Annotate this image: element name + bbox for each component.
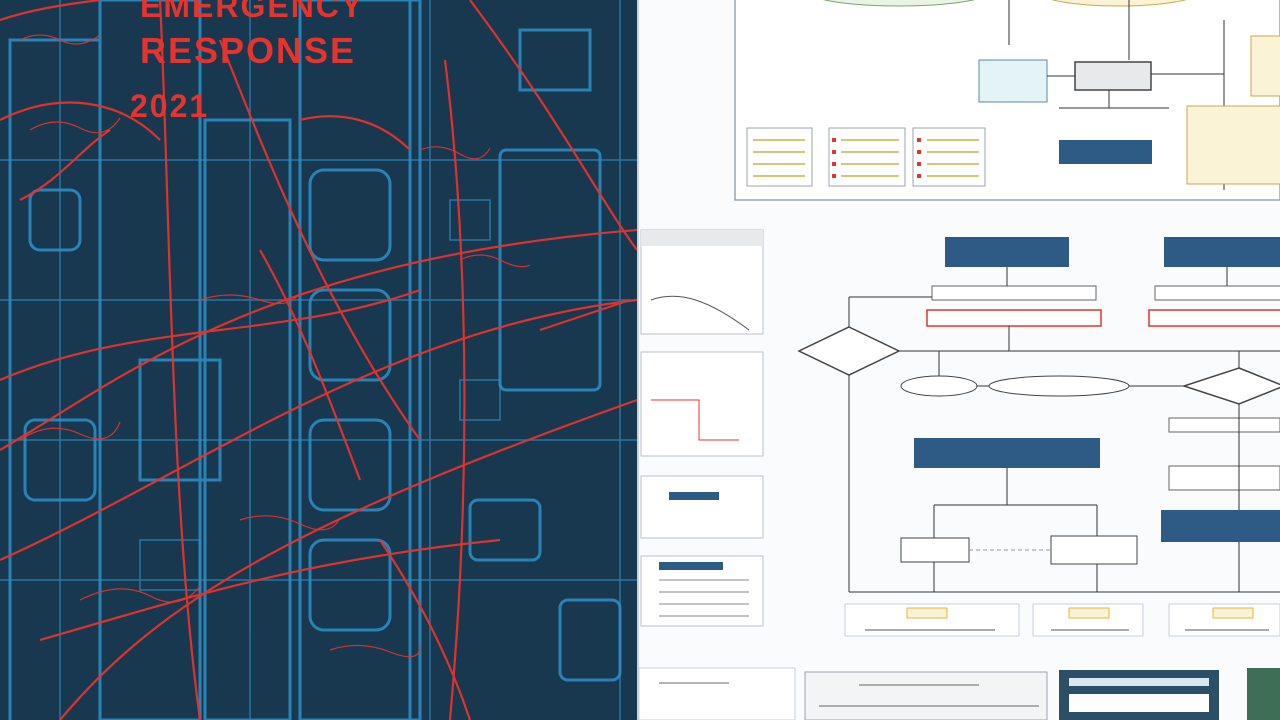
node-navy-1 bbox=[945, 237, 1069, 267]
legend-table-3 bbox=[912, 127, 986, 187]
decision-diamond-2 bbox=[1181, 367, 1280, 405]
blueprint-drawing bbox=[0, 0, 637, 720]
bar-node-2 bbox=[1154, 285, 1280, 301]
blueprint-poster: EMERGENCY RESPONSE 2021 bbox=[0, 0, 637, 720]
bar-node-1 bbox=[931, 285, 1097, 301]
thumbnail-2 bbox=[640, 351, 764, 457]
node-yellow-note bbox=[1186, 105, 1280, 185]
node-yellow-top bbox=[1250, 35, 1280, 97]
node-box-right bbox=[1050, 535, 1138, 565]
side-node-1 bbox=[1168, 417, 1280, 433]
oval-node-1 bbox=[900, 375, 978, 397]
oval-node-2 bbox=[988, 375, 1130, 397]
top-ellipse-yellow bbox=[1051, 0, 1187, 7]
bottom-panel-4 bbox=[1247, 668, 1280, 720]
thumbnail-1 bbox=[640, 229, 764, 335]
bar-node-1-red bbox=[926, 309, 1102, 327]
bar-node-2-red bbox=[1148, 309, 1280, 327]
top-ellipse-green bbox=[822, 0, 976, 7]
flowchart-drawing bbox=[639, 0, 1280, 720]
node-navy-2 bbox=[1164, 237, 1280, 267]
legend-table-2 bbox=[828, 127, 906, 187]
node-grey-small bbox=[1074, 61, 1152, 91]
bottom-panel-1 bbox=[639, 667, 796, 720]
decision-diamond-1 bbox=[797, 326, 901, 376]
node-navy-small bbox=[1059, 140, 1152, 164]
thumbnail-3 bbox=[640, 475, 764, 539]
flowchart-panel bbox=[639, 0, 1280, 720]
poster-year: 2021 bbox=[130, 88, 210, 124]
node-navy-4 bbox=[1161, 510, 1280, 542]
panel-divider bbox=[637, 0, 639, 720]
legend-table-1 bbox=[746, 127, 813, 187]
bottom-panel-2 bbox=[804, 671, 1048, 720]
node-cyan-small bbox=[978, 59, 1048, 103]
poster-title-line-1: EMERGENCY bbox=[140, 0, 365, 24]
node-navy-3 bbox=[914, 438, 1100, 468]
side-node-2 bbox=[1168, 465, 1280, 491]
poster-title-line-2: RESPONSE bbox=[140, 30, 357, 71]
node-box-left bbox=[900, 537, 970, 563]
